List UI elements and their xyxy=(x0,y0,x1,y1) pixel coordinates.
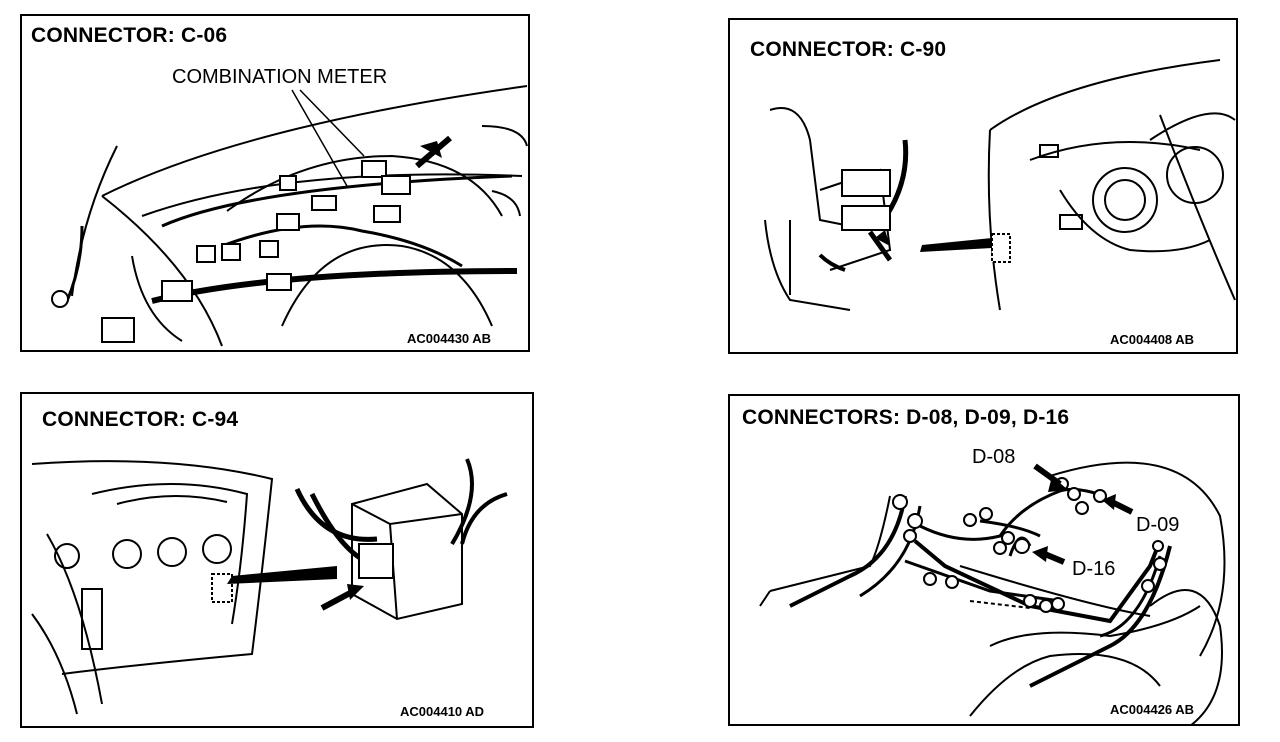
diagram-panel-c94: CONNECTOR: C-94 AC004410 AD xyxy=(20,392,534,728)
combination-meter-label: COMBINATION METER xyxy=(172,66,388,88)
c90-figure-code: AC004408 AB xyxy=(1110,332,1195,347)
d-connectors-title: CONNECTORS: D-08, D-09, D-16 xyxy=(742,406,1070,429)
diagram-panel-d08-d09-d16: CONNECTORS: D-08, D-09, D-16 D-08 D-09 D… xyxy=(728,394,1240,726)
d16-label: D-16 xyxy=(1072,558,1116,580)
d-connectors-figure-code: AC004426 AB xyxy=(1110,702,1195,717)
d09-label: D-09 xyxy=(1136,514,1180,536)
d08-label: D-08 xyxy=(972,446,1016,468)
diagram-panel-c90: CONNECTOR: C-90 AC004408 AB xyxy=(728,18,1238,354)
c06-title: CONNECTOR: C-06 xyxy=(31,24,228,47)
c90-title: CONNECTOR: C-90 xyxy=(750,38,947,61)
c06-illustration xyxy=(51,85,528,347)
c94-title: CONNECTOR: C-94 xyxy=(42,408,239,431)
c94-illustration xyxy=(31,458,508,715)
c94-figure-code: AC004410 AD xyxy=(400,704,485,719)
c90-illustration xyxy=(764,59,1236,311)
diagram-panel-c06: CONNECTOR: C-06 COMBINATION METER AC0044… xyxy=(20,14,530,352)
c06-figure-code: AC004430 AB xyxy=(407,331,492,346)
d-connectors-illustration xyxy=(759,461,1226,724)
